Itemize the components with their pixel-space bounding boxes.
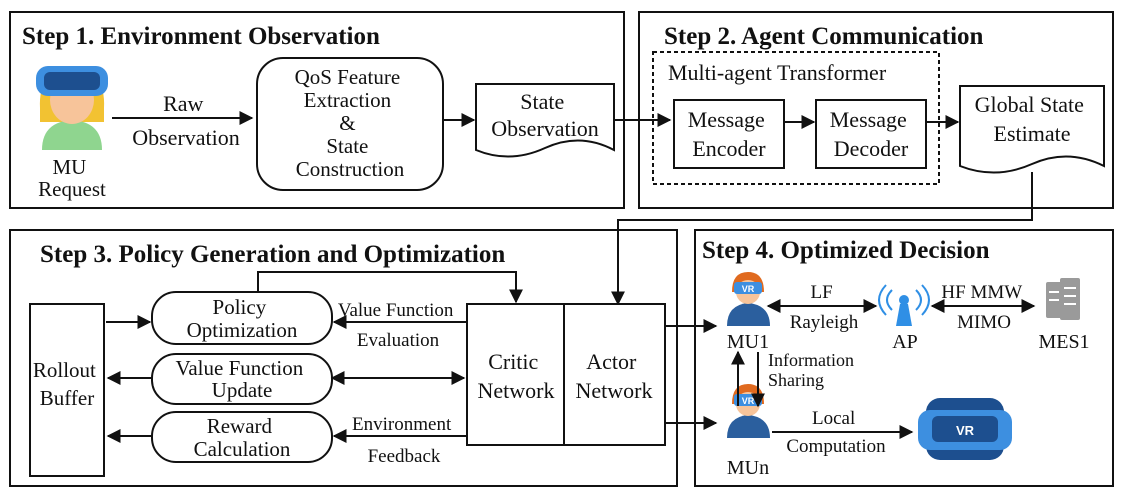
global-state-estimate-label: Global State Estimate xyxy=(975,92,1090,146)
qos-feature-extraction-label: QoS Feature Extraction & State Construct… xyxy=(295,65,406,181)
mun-label: MUn xyxy=(727,457,769,479)
step3-title: Step 3. Policy Generation and Optimizati… xyxy=(40,241,505,268)
value-function-update-label: Value Function Update xyxy=(176,356,309,402)
environment-feedback-label: Environment Feedback xyxy=(352,414,456,467)
policy-optimization-box xyxy=(151,291,333,345)
message-decoder-label: Message Decoder xyxy=(830,107,912,161)
value-function-evaluation-label: Value Function Evaluation xyxy=(338,300,458,351)
lf-rayleigh-label: LF Rayleigh xyxy=(790,282,859,333)
raw-observation-label: Raw Observation xyxy=(132,91,240,150)
global-state-estimate-box xyxy=(959,85,1105,174)
state-observation-box xyxy=(475,83,615,158)
mu-request-label: MU Request xyxy=(38,155,106,201)
ap-antenna-icon xyxy=(878,284,930,326)
hf-mmw-mimo-label: HF MMW MIMO xyxy=(941,282,1026,333)
rollout-buffer-label: Rollout Buffer xyxy=(33,358,101,410)
global-to-actor-arrow xyxy=(611,172,1033,306)
mu1-label: MU1 xyxy=(727,331,769,353)
step2-title: Step 2. Agent Communication xyxy=(664,23,984,50)
qos-feature-extraction-box xyxy=(256,57,444,191)
mu-user-vr-icon xyxy=(36,66,108,150)
state-observation-label: State Observation xyxy=(491,89,599,141)
svg-text:VR: VR xyxy=(956,423,975,438)
message-encoder-box xyxy=(673,99,785,169)
critic-actor-network-box xyxy=(466,303,666,446)
svg-text:VR: VR xyxy=(742,284,755,294)
mu1-user-icon: VR xyxy=(727,272,770,326)
critic-network-label: Critic Network xyxy=(478,349,555,403)
policy-optimization-label: Policy Optimization xyxy=(187,295,298,342)
step4-panel xyxy=(694,229,1114,487)
step1-title: Step 1. Environment Observation xyxy=(22,23,380,50)
transformer-label: Multi-agent Transformer xyxy=(668,60,887,85)
information-sharing-label: Information Sharing xyxy=(768,350,858,390)
local-computation-label: Local Computation xyxy=(786,408,886,457)
mes1-server-icon xyxy=(1046,278,1080,320)
policy-to-critic-arrow xyxy=(257,271,523,304)
vr-headset-icon: VR xyxy=(918,398,1012,460)
step4-title: Step 4. Optimized Decision xyxy=(702,237,990,264)
svg-text:VR: VR xyxy=(742,396,755,406)
message-encoder-label: Message Encoder xyxy=(688,107,770,161)
reward-calculation-label: Reward Calculation xyxy=(194,414,291,461)
rollout-buffer-box xyxy=(29,303,105,477)
ap-label: AP xyxy=(892,331,918,353)
message-decoder-box xyxy=(815,99,927,169)
transformer-dashed-box xyxy=(652,51,940,185)
actor-network-label: Actor Network xyxy=(576,349,653,403)
mes1-label: MES1 xyxy=(1038,331,1089,353)
